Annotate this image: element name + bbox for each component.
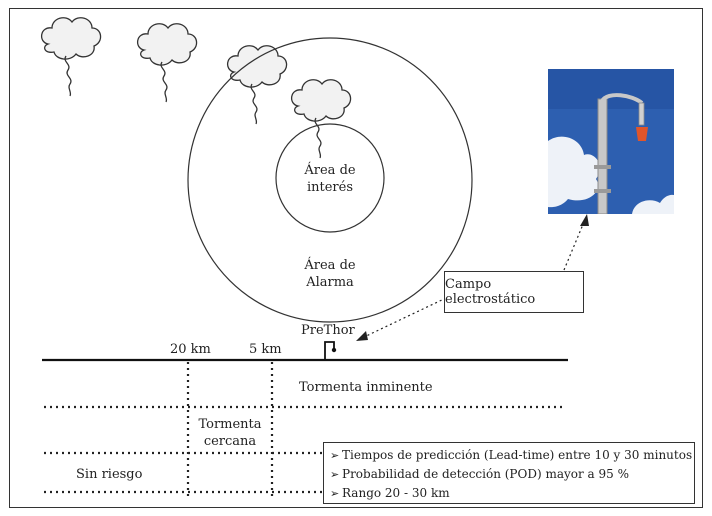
storm-cloud-icon [290, 79, 352, 159]
sensor-tip [636, 127, 648, 141]
alarm-area-label-line1: Área de [304, 258, 356, 273]
storm-cloud-icon [136, 23, 198, 103]
info-bullet-text: Rango 20 - 30 km [342, 486, 450, 500]
callout-arrow-line [361, 297, 447, 339]
photo-arrow-line [563, 221, 585, 271]
prethor-label: PreThor [301, 323, 355, 338]
prethor-sensor-icon [324, 341, 335, 360]
photo-arrow-head-icon [580, 214, 589, 226]
distance-label-20km: 20 km [170, 342, 211, 357]
electrostatic-field-callout: Campo electrostático [444, 271, 584, 313]
info-bullet: ➢Rango 20 - 30 km [330, 484, 694, 503]
prethor-sensor-dot [331, 347, 337, 353]
electrostatic-field-label: Campo electrostático [445, 277, 536, 307]
info-bullet: ➢Tiempos de predicción (Lead-time) entre… [330, 446, 694, 465]
arrow-bullet-icon: ➢ [330, 468, 340, 481]
sensor-arm [600, 93, 644, 105]
sensor-mast [597, 98, 608, 214]
photo-cloud-right [632, 194, 674, 214]
info-bullet-text: Tiempos de predicción (Lead-time) entre … [342, 448, 693, 462]
distance-label-5km: 5 km [249, 342, 282, 357]
interest-area-label-line1: Área de [304, 163, 356, 178]
info-bullet: ➢Probabilidad de detección (POD) mayor a… [330, 465, 694, 484]
sensor-photo [548, 69, 674, 214]
no-risk-label: Sin riesgo [76, 467, 143, 482]
near-storm-label-line2: cercana [203, 434, 257, 449]
interest-area-circle [275, 123, 385, 233]
interest-area-label: Área de interés [296, 162, 364, 196]
arrow-bullet-icon: ➢ [330, 449, 340, 462]
info-bullet-text: Probabilidad de detección (POD) mayor a … [342, 467, 630, 481]
alarm-area-circle [187, 37, 473, 323]
imminent-storm-label: Tormenta inminente [299, 380, 433, 395]
near-storm-label-line1: Tormenta [198, 417, 262, 432]
storm-cloud-icon [40, 17, 102, 97]
figure-frame [9, 8, 703, 508]
interest-area-label-line2: interés [306, 180, 354, 195]
near-storm-label: Tormenta cercana [190, 416, 270, 450]
alarm-area-label: Área de Alarma [292, 257, 368, 291]
callout-arrow-head-icon [356, 331, 368, 341]
alarm-area-label-line2: Alarma [306, 275, 354, 290]
prediction-info-box: ➢Tiempos de predicción (Lead-time) entre… [323, 442, 695, 504]
photo-cloud-left [548, 136, 600, 208]
arrow-bullet-icon: ➢ [330, 487, 340, 500]
